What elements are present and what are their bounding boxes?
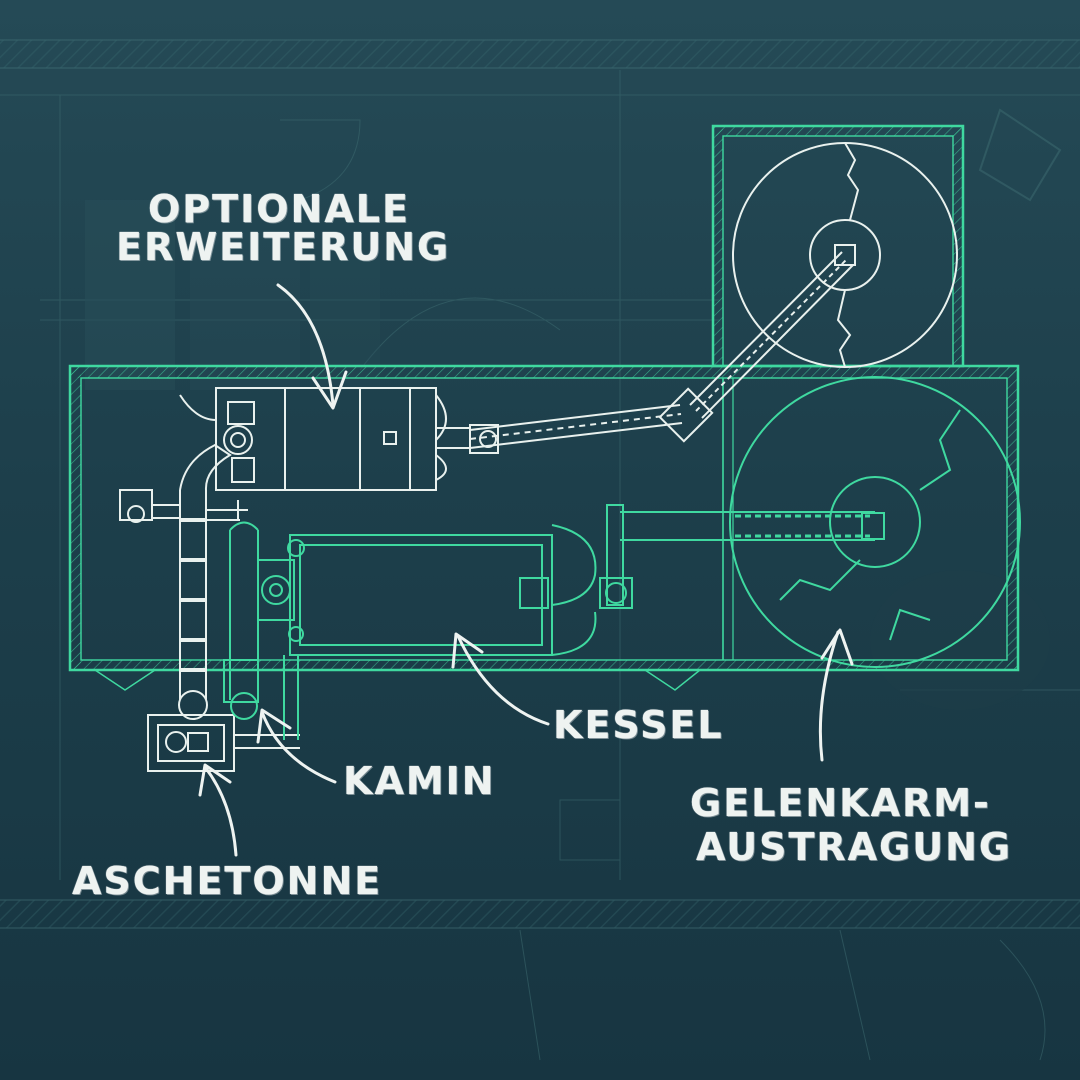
- label-gelenkarm-austragung: GELENKARM- AUSTRAGUNG: [690, 784, 1012, 866]
- arrow-optionale: [276, 283, 348, 410]
- arrow-kamin: [256, 708, 337, 784]
- arrow-aschetonne: [198, 763, 238, 857]
- annotation-arrows: [198, 283, 854, 857]
- ash-bin: [147, 714, 300, 772]
- label-gelenkarm-line1: GELENKARM-: [690, 781, 991, 825]
- label-aschetonne: ASCHETONNE: [72, 859, 383, 903]
- flue-pipe: [119, 443, 240, 720]
- label-kamin: KAMIN: [343, 759, 496, 803]
- container-walls-hatch: [70, 126, 1018, 691]
- label-gelenkarm-line2: AUSTRAGUNG: [696, 825, 1013, 869]
- articulated-arm-upper: [469, 251, 854, 454]
- upper-silo: [732, 142, 958, 368]
- background-sketch: [0, 39, 1080, 1061]
- arrow-gelenkarm: [818, 628, 854, 762]
- label-kessel: KESSEL: [553, 703, 724, 747]
- label-optionale-erweiterung: OPTIONALE ERWEITERUNG: [116, 187, 450, 266]
- label-optionale-line1: OPTIONALE: [148, 187, 410, 231]
- boiler: [223, 521, 597, 740]
- articulated-arm-lower: [599, 504, 885, 609]
- label-optionale-line2: ERWEITERUNG: [116, 225, 451, 269]
- lower-silo: [729, 376, 1021, 668]
- arrow-kessel: [451, 632, 550, 726]
- optional-extension-module: [179, 387, 470, 520]
